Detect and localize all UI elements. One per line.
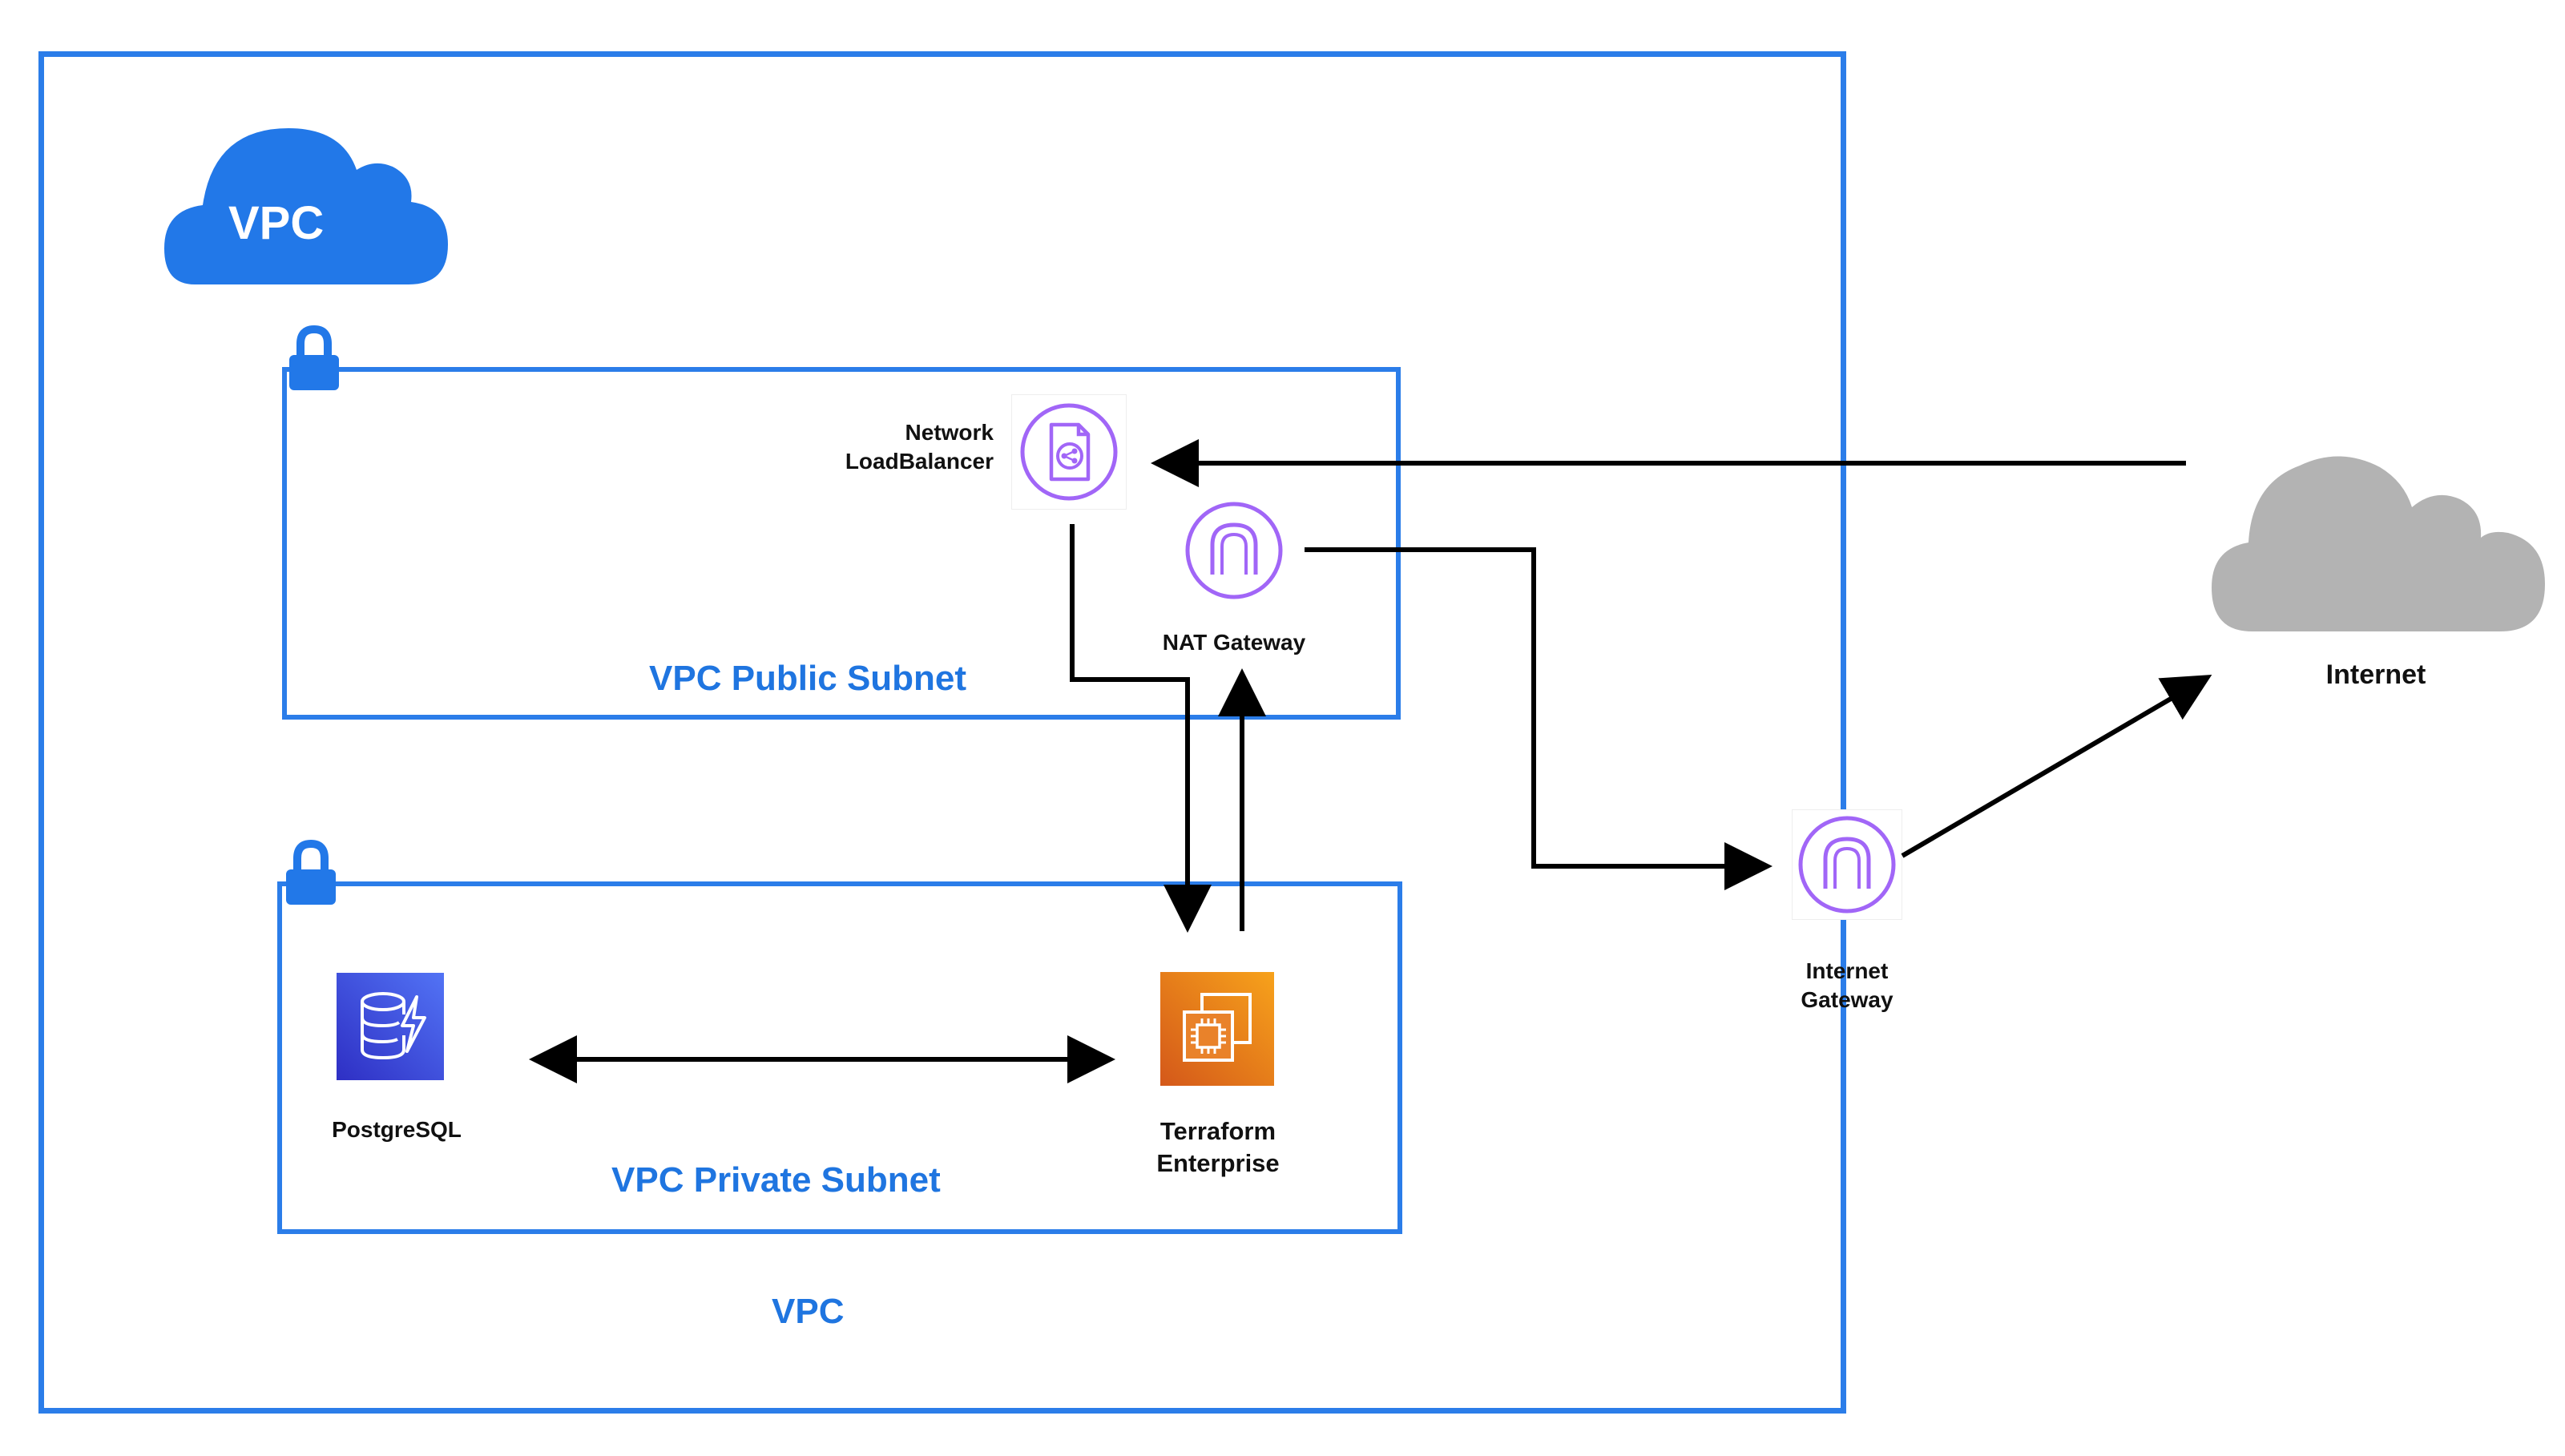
network-load-balancer-icon[interactable] (1011, 394, 1127, 510)
internet-label: Internet (2325, 659, 2426, 690)
nat-gateway-label: NAT Gateway (1162, 630, 1306, 655)
load-balancer-label: Network LoadBalancer (833, 418, 994, 477)
load-balancer-label-line1: Network (905, 420, 994, 445)
vpc-cloud-icon (164, 128, 448, 284)
load-balancer-label-line2: LoadBalancer (845, 449, 994, 474)
public-subnet-label: VPC Public Subnet (649, 659, 967, 698)
internet-cloud-icon[interactable] (2212, 443, 2548, 635)
internet-gateway-label: Internet Gateway (1747, 957, 1947, 1015)
public-subnet-boundary (282, 367, 1401, 720)
terraform-label-line1: Terraform (1159, 1117, 1276, 1145)
vpc-cloud-label: VPC (228, 197, 325, 249)
internet-gateway-icon[interactable] (1792, 809, 1902, 920)
postgresql-database-icon[interactable] (337, 973, 444, 1080)
arrow-load-balancer-to-terraform (1070, 524, 1212, 933)
nat-gateway-icon[interactable] (1182, 498, 1286, 603)
vpc-boundary (38, 51, 1846, 1414)
private-subnet-boundary (277, 881, 1402, 1234)
terraform-label-line2: Enterprise (1156, 1149, 1280, 1178)
terraform-enterprise-icon[interactable] (1160, 972, 1274, 1086)
private-subnet-lock-icon (286, 839, 336, 905)
vpc-bottom-label: VPC (772, 1292, 845, 1331)
arrow-nat-gateway-to-internet-gateway (1305, 547, 1773, 890)
internet-gateway-label-line1: Internet (1805, 958, 1889, 983)
arrow-internet-gateway-to-internet (1901, 674, 2212, 858)
public-subnet-lock-icon (289, 325, 339, 390)
postgresql-label: PostgreSQL (332, 1117, 462, 1142)
private-subnet-label: VPC Private Subnet (611, 1160, 941, 1200)
internet-gateway-label-line2: Gateway (1801, 987, 1894, 1013)
terraform-enterprise-label: Terraform Enterprise (1098, 1115, 1338, 1180)
